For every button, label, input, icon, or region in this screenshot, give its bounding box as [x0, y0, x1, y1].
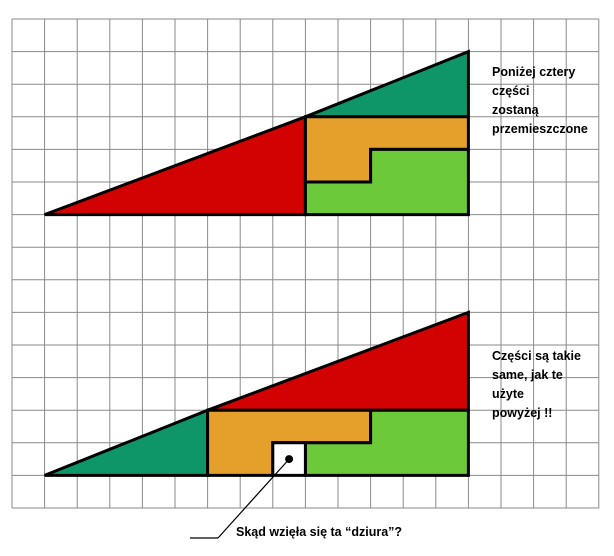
hole-pointer — [190, 455, 294, 539]
caption-top-line-3: zostaną — [492, 103, 539, 117]
caption-top-line-4: przemieszczone — [492, 122, 588, 136]
caption-top: Poniżej cztery części zostaną przemieszc… — [492, 63, 588, 139]
caption-top-line-2: części — [492, 84, 530, 98]
caption-bottom-line-4: powyżej !! — [492, 406, 553, 420]
caption-bottom-line-2: same, jak te — [492, 368, 563, 382]
caption-bottom-line-3: użyte — [492, 387, 524, 401]
caption-bottom-line-1: Części są takie — [492, 349, 581, 363]
caption-top-line-1: Poniżej cztery — [492, 65, 576, 79]
top-arrangement — [44, 49, 470, 217]
pointer-line-diagonal — [217, 458, 290, 539]
green-l-piece — [303, 147, 470, 217]
question-text: Skąd wzięła się ta “dziura”? — [236, 525, 403, 539]
caption-bottom: Części są takie same, jak te użyte powyż… — [492, 347, 581, 423]
bottom-arrangement — [44, 310, 470, 477]
